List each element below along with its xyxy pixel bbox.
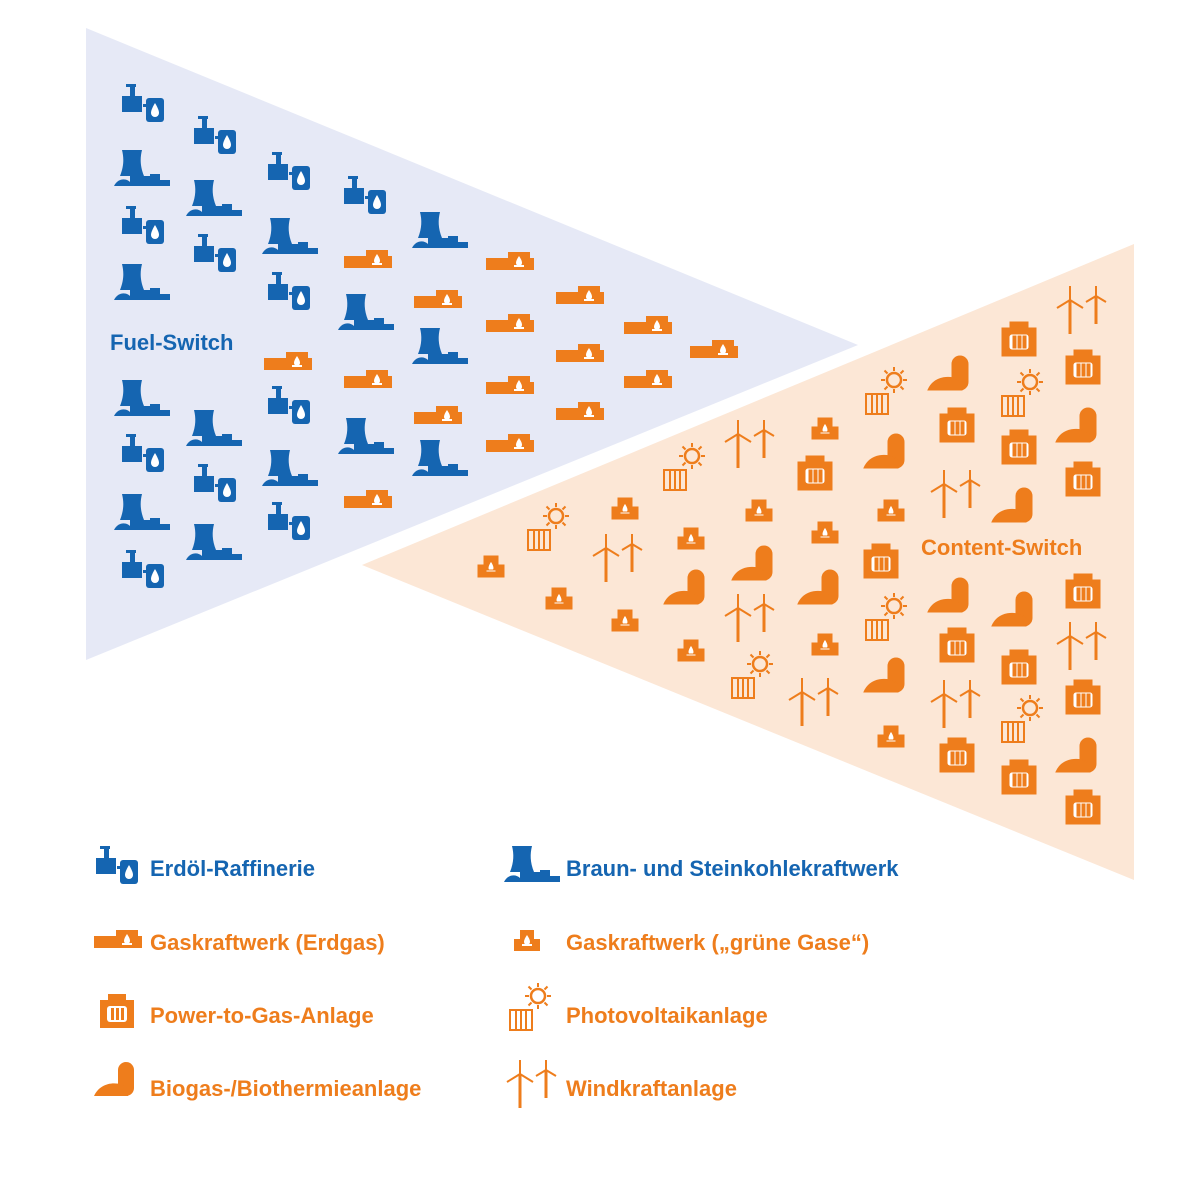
legend-wind-label: Windkraftanlage bbox=[566, 1076, 737, 1101]
legend-coal-plant-label: Braun- und Steinkohlekraftwerk bbox=[566, 856, 899, 881]
legend-biogas-label: Biogas-/Biothermieanlage bbox=[150, 1076, 422, 1101]
legend-power-to-gas-label: Power-to-Gas-Anlage bbox=[150, 1003, 374, 1028]
legend-biogas-icon bbox=[94, 1062, 134, 1096]
legend-gas-plant-green-icon bbox=[514, 930, 540, 951]
content-switch-area bbox=[362, 244, 1134, 880]
content-switch-label: Content-Switch bbox=[921, 535, 1083, 560]
legend-refinery-icon bbox=[96, 846, 138, 884]
legend-wind-turbine-icon bbox=[505, 1058, 558, 1110]
legend-power-to-gas-icon bbox=[100, 994, 134, 1028]
legend-gas-plant-label: Gaskraftwerk (Erdgas) bbox=[150, 930, 385, 955]
fuel-switch-label: Fuel-Switch bbox=[110, 330, 234, 355]
legend-coal-plant-icon bbox=[504, 846, 560, 882]
legend-refinery-label: Erdöl-Raffinerie bbox=[150, 856, 316, 881]
legend-gas-plant-green-label: Gaskraftwerk („grüne Gase“) bbox=[566, 930, 870, 955]
legend-photovoltaic-label: Photovoltaikanlage bbox=[566, 1003, 768, 1028]
legend-photovoltaic-icon bbox=[508, 981, 553, 1032]
legend-icons bbox=[94, 846, 560, 1110]
legend-gas-plant-icon bbox=[94, 930, 142, 948]
